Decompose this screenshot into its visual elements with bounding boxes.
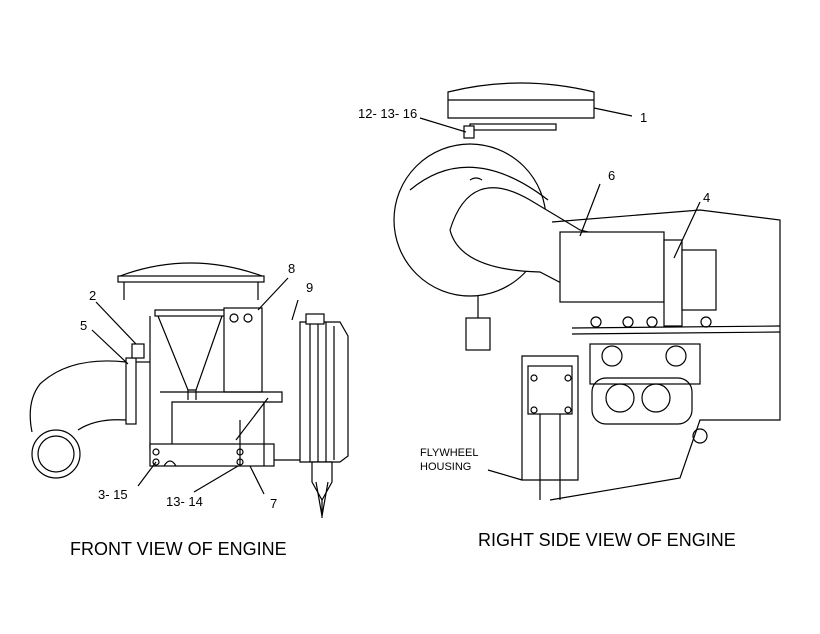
front-view-drawing [29,262,349,518]
callout-2: 2 [89,288,96,303]
callout-12-13-16: 12- 13- 16 [358,106,417,121]
callout-4: 4 [703,190,710,205]
callout-1: 1 [640,110,647,125]
callout-6: 6 [608,168,615,183]
callout-8: 8 [288,261,295,276]
front-view-caption: FRONT VIEW OF ENGINE [70,539,287,559]
side-view-caption: RIGHT SIDE VIEW OF ENGINE [478,530,736,550]
callout-9: 9 [306,280,313,295]
flywheel-label-line1: FLYWHEEL [420,447,478,459]
callout-5: 5 [80,318,87,333]
side-view-drawing [393,82,781,501]
callout-7: 7 [270,496,277,511]
flywheel-label-line2: HOUSING [420,461,471,473]
callout-13-14: 13- 14 [166,494,203,509]
callout-3-15: 3- 15 [98,487,128,502]
